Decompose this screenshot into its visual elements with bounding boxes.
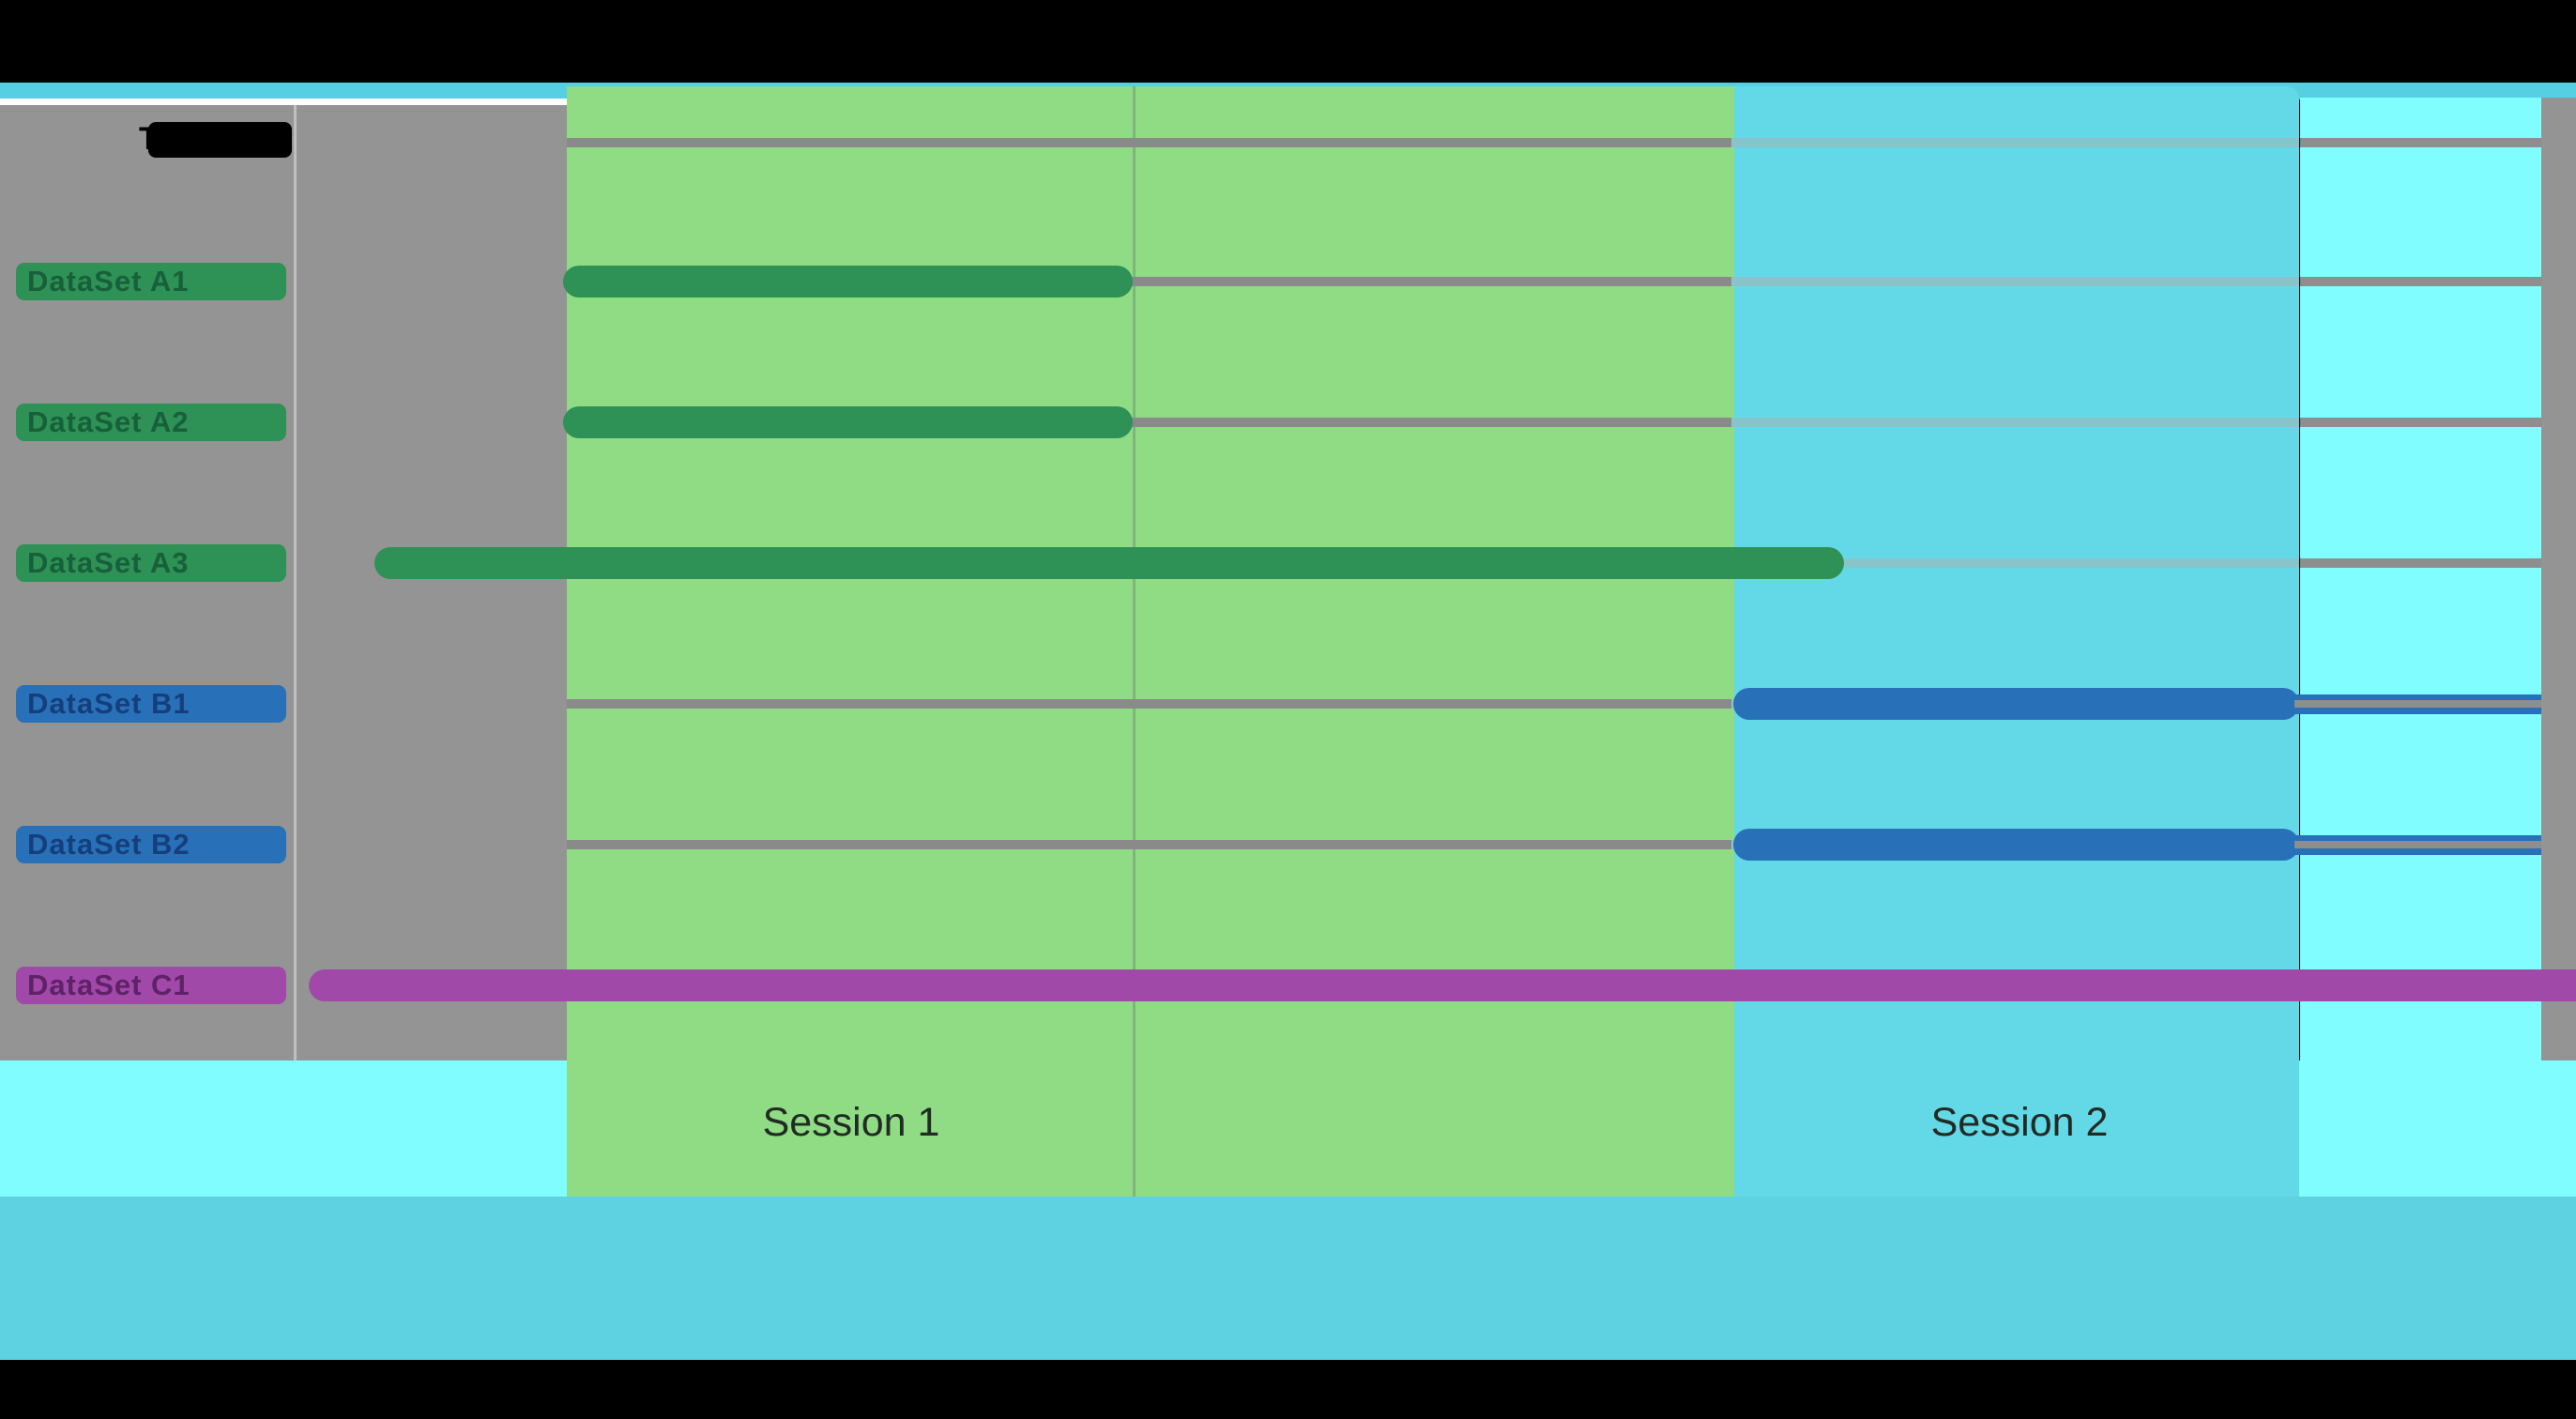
top-white-strip [0, 99, 572, 105]
row-label-chip: DataSet A3 [16, 544, 286, 582]
session2-band [1734, 86, 2299, 1197]
gridline-segment [567, 840, 1731, 849]
gantt-bar[interactable] [309, 969, 2576, 1001]
session1-label: Session 1 [762, 1100, 940, 1145]
row-label-chip: DataSet A1 [16, 263, 286, 300]
row-label-chip: DataSet B2 [16, 826, 286, 863]
time-header-label: Time [139, 121, 213, 157]
right-gray-column [2541, 98, 2576, 1060]
gantt-bar[interactable] [374, 547, 1844, 579]
gridline-segment [1731, 558, 2299, 568]
gantt-bar[interactable] [1733, 688, 2299, 720]
gridline-segment [1731, 277, 2299, 286]
gridline-segment [567, 418, 1731, 427]
time-header-chip [148, 122, 292, 158]
gridline-segment [567, 138, 1731, 147]
gridline-segment [567, 699, 1731, 709]
chart-legend: DataSet A DataSet B DataSet C [0, 1360, 2576, 1419]
gridline-segment [1731, 138, 2299, 147]
right-bright-panel [2300, 98, 2541, 1060]
gantt-bar-tail-core [2294, 700, 2541, 708]
gridline-segment [2300, 418, 2541, 427]
bottom-cyan-band [0, 1197, 2576, 1360]
row-label-chip: DataSet A2 [16, 404, 286, 441]
y-axis-line [294, 105, 297, 1060]
gridline-segment [2300, 558, 2541, 568]
vertical-gridline [1133, 86, 1136, 1197]
gantt-bar[interactable] [1733, 829, 2299, 861]
gridline-segment [2300, 277, 2541, 286]
gridline-segment [1731, 418, 2299, 427]
gridline-segment [2300, 138, 2541, 147]
gantt-bar[interactable] [563, 406, 1133, 438]
row-label-chip: DataSet C1 [16, 967, 286, 1004]
row-label-chip: DataSet B1 [16, 685, 286, 723]
gantt-bar[interactable] [563, 266, 1133, 298]
gridline-segment [567, 277, 1731, 286]
gantt-bar-tail-core [2294, 841, 2541, 848]
session2-label: Session 2 [1930, 1100, 2109, 1145]
